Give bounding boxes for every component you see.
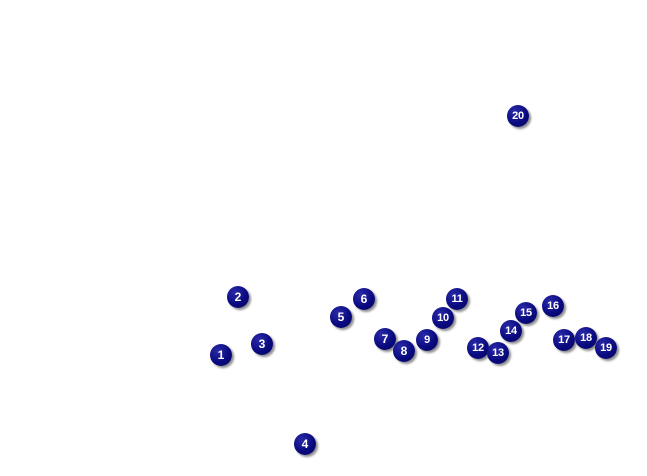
marker-17[interactable]: 17 xyxy=(553,329,575,351)
marker-3[interactable]: 3 xyxy=(251,333,273,355)
marker-4[interactable]: 4 xyxy=(294,433,316,455)
marker-15[interactable]: 15 xyxy=(515,302,537,324)
marker-5[interactable]: 5 xyxy=(330,306,352,328)
marker-16[interactable]: 16 xyxy=(542,295,564,317)
marker-19[interactable]: 19 xyxy=(595,337,617,359)
marker-14[interactable]: 14 xyxy=(500,320,522,342)
marker-20[interactable]: 20 xyxy=(507,105,529,127)
marker-9[interactable]: 9 xyxy=(416,329,438,351)
marker-1[interactable]: 1 xyxy=(210,344,232,366)
marker-18[interactable]: 18 xyxy=(575,327,597,349)
marker-7[interactable]: 7 xyxy=(374,328,396,350)
marker-12[interactable]: 12 xyxy=(467,337,489,359)
marker-13[interactable]: 13 xyxy=(487,342,509,364)
marker-11[interactable]: 11 xyxy=(446,288,468,310)
marker-8[interactable]: 8 xyxy=(393,340,415,362)
marker-6[interactable]: 6 xyxy=(353,288,375,310)
marker-10[interactable]: 10 xyxy=(432,307,454,329)
marker-2[interactable]: 2 xyxy=(227,286,249,308)
